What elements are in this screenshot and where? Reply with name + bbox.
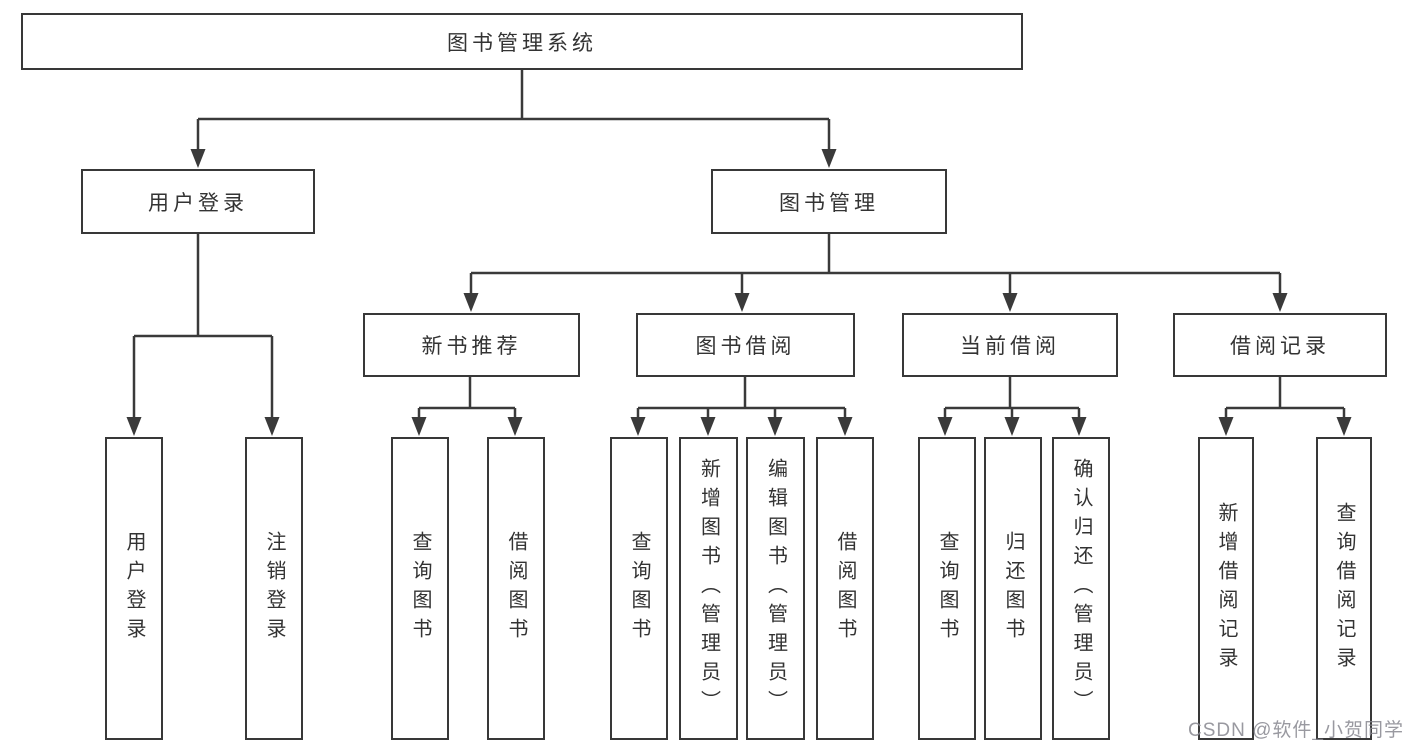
node-leaf-add-borrow-record-label: 新增借阅记录: [1215, 501, 1237, 676]
node-leaf-add-borrow-record: 新增借阅记录: [1198, 437, 1254, 740]
node-borrowing-records: 借阅记录: [1173, 313, 1387, 377]
node-user-login-label: 用户登录: [148, 191, 248, 215]
node-book-management-label: 图书管理: [779, 191, 879, 215]
node-leaf-add-book-admin-label: 新增图书（管理员）: [697, 458, 720, 719]
node-leaf-borrow-books: 借阅图书: [816, 437, 874, 740]
node-leaf-confirm-return-admin-label: 确认归还（管理员）: [1070, 458, 1092, 719]
node-library-system-label: 图书管理系统: [447, 31, 597, 55]
csdn-watermark: CSDN @软件_小贺同学: [1188, 720, 1404, 741]
node-leaf-query-borrow-record: 查询借阅记录: [1316, 437, 1372, 740]
node-leaf-borrow-books-recommend: 借阅图书: [487, 437, 545, 740]
node-leaf-borrow-books-label: 借阅图书: [834, 530, 856, 647]
node-leaf-borrow-books-recommend-label: 借阅图书: [505, 530, 527, 647]
node-new-book-recommend-label: 新书推荐: [421, 335, 522, 358]
node-leaf-logout: 注销登录: [245, 437, 303, 740]
node-user-login: 用户登录: [81, 169, 315, 234]
node-leaf-add-book-admin: 新增图书（管理员）: [679, 437, 738, 740]
node-current-borrowing-label: 当前借阅: [960, 335, 1060, 358]
node-current-borrowing: 当前借阅: [902, 313, 1118, 377]
node-leaf-confirm-return-admin: 确认归还（管理员）: [1052, 437, 1110, 740]
node-leaf-return-book: 归还图书: [984, 437, 1042, 740]
node-leaf-return-book-label: 归还图书: [1002, 530, 1024, 647]
node-book-management: 图书管理: [711, 169, 947, 234]
node-leaf-query-books-current-label: 查询图书: [936, 530, 958, 647]
node-borrowing-records-label: 借阅记录: [1230, 335, 1330, 358]
node-leaf-logout-label: 注销登录: [263, 530, 285, 647]
node-book-borrowing: 图书借阅: [636, 313, 855, 377]
node-leaf-query-books-recommend: 查询图书: [391, 437, 449, 740]
node-leaf-query-books-recommend-label: 查询图书: [409, 530, 431, 647]
node-leaf-query-books-current: 查询图书: [918, 437, 976, 740]
arrowhead-icons: [126, 149, 1352, 436]
node-leaf-query-borrow-record-label: 查询借阅记录: [1333, 501, 1355, 676]
node-leaf-edit-book-admin: 编辑图书（管理员）: [746, 437, 805, 740]
node-leaf-query-books-borrowing: 查询图书: [610, 437, 668, 740]
node-book-borrowing-label: 图书借阅: [695, 335, 796, 358]
node-leaf-edit-book-admin-label: 编辑图书（管理员）: [764, 458, 787, 719]
node-leaf-query-books-borrowing-label: 查询图书: [628, 530, 650, 647]
node-library-system: 图书管理系统: [21, 13, 1023, 70]
node-leaf-user-login-label: 用户登录: [123, 530, 145, 647]
node-leaf-user-login: 用户登录: [105, 437, 163, 740]
node-new-book-recommend: 新书推荐: [363, 313, 580, 377]
